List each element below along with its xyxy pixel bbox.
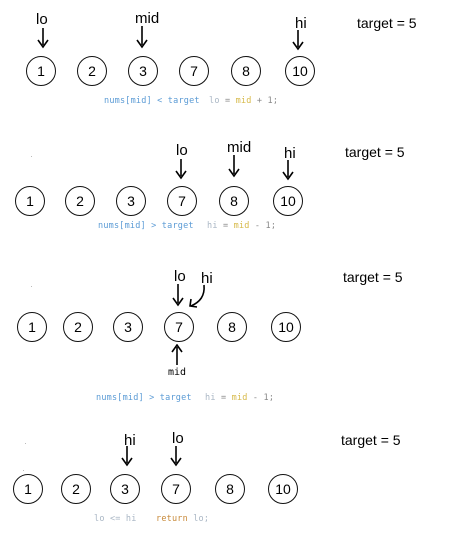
mid-pointer-label: mid	[227, 139, 252, 156]
code-return: return lo;	[156, 514, 210, 524]
target-label: target = 5	[343, 269, 403, 285]
array-node: 3	[113, 312, 143, 342]
code-condition: nums[mid] < target	[104, 96, 200, 106]
lo-pointer-label: lo	[172, 430, 184, 447]
hi-pointer-label: hi	[201, 270, 213, 287]
hi-curved-arrow-icon	[189, 284, 205, 308]
target-label: target = 5	[341, 432, 401, 448]
target-label: target = 5	[345, 144, 405, 160]
array-node: 7	[179, 56, 209, 86]
array-node: 10	[273, 186, 303, 216]
array-node: 8	[219, 186, 249, 216]
target-label: target = 5	[357, 15, 417, 31]
code-condition: lo <= hi	[94, 514, 137, 524]
array-node: 10	[271, 312, 301, 342]
array-node: 7	[167, 186, 197, 216]
mid-pointer-label: mid	[168, 367, 187, 378]
code-action: lo = mid + 1;	[209, 96, 279, 106]
array-node: 3	[128, 56, 158, 86]
array-node: 1	[13, 474, 43, 504]
hi-arrow-icon	[121, 446, 133, 467]
speck	[23, 470, 24, 471]
array-node: 2	[61, 474, 91, 504]
array-node: 2	[77, 56, 107, 86]
lo-arrow-icon	[37, 28, 49, 49]
speck	[31, 156, 32, 157]
array-node: 2	[63, 312, 93, 342]
lo-pointer-label: lo	[174, 268, 186, 285]
array-node: 3	[110, 474, 140, 504]
mid-arrow-icon	[136, 26, 148, 49]
array-node: 1	[26, 56, 56, 86]
array-node: 1	[17, 312, 47, 342]
array-node: 10	[285, 56, 315, 86]
array-node: 7	[161, 474, 191, 504]
array-node: 8	[231, 56, 261, 86]
array-node: 1	[15, 186, 45, 216]
mid-up-arrow-icon	[171, 344, 183, 365]
array-node: 2	[65, 186, 95, 216]
array-node: 7	[164, 312, 194, 342]
mid-pointer-label: mid	[135, 10, 160, 27]
speck	[31, 286, 32, 287]
mid-arrow-icon	[228, 155, 240, 178]
code-action: hi = mid - 1;	[207, 221, 277, 231]
speck	[25, 443, 26, 444]
hi-pointer-label: hi	[295, 15, 307, 32]
lo-pointer-label: lo	[36, 11, 48, 28]
lo-arrow-icon	[175, 159, 187, 180]
hi-pointer-label: hi	[284, 145, 296, 162]
code-condition: nums[mid] > target	[96, 393, 192, 403]
lo-arrow-icon	[172, 284, 184, 307]
array-node: 3	[116, 186, 146, 216]
lo-pointer-label: lo	[176, 142, 188, 159]
array-node: 10	[268, 474, 298, 504]
code-condition: nums[mid] > target	[98, 221, 194, 231]
array-node: 8	[217, 312, 247, 342]
lo-arrow-icon	[170, 446, 182, 467]
hi-arrow-icon	[282, 160, 294, 181]
hi-arrow-icon	[292, 30, 304, 51]
code-action: hi = mid - 1;	[205, 393, 275, 403]
hi-pointer-label: hi	[124, 432, 136, 449]
array-node: 8	[215, 474, 245, 504]
